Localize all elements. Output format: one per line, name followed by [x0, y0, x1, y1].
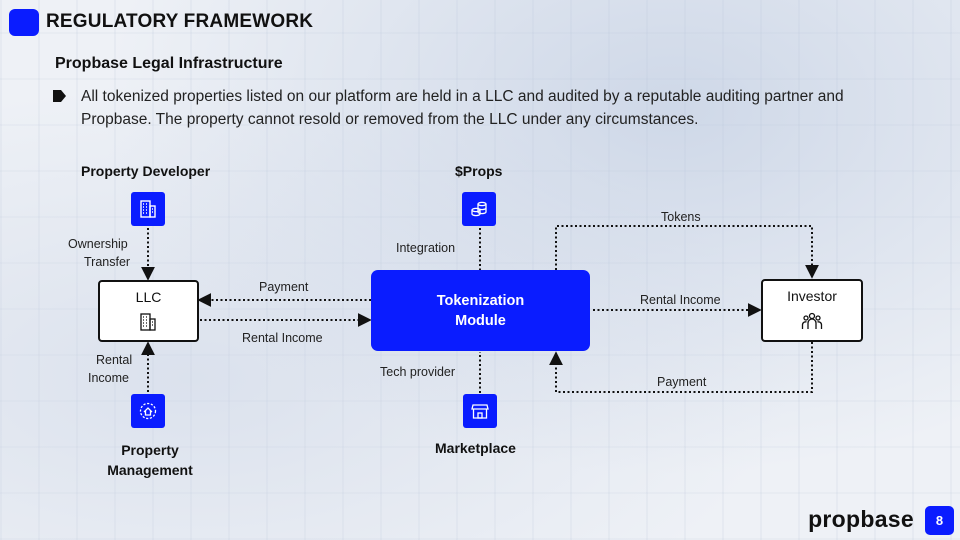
node-label-property-management-line2: Management: [107, 462, 193, 478]
description-text: All tokenized properties listed on our p…: [81, 88, 844, 128]
edge-label-payment-from-investor: Payment: [657, 375, 707, 389]
edge-label-tech-provider: Tech provider: [380, 365, 456, 379]
llc-label: LLC: [135, 289, 162, 305]
node-label-property-developer: Property Developer: [81, 163, 211, 179]
edge-label-transfer: Transfer: [84, 255, 131, 269]
module-label-line1: Tokenization: [436, 292, 525, 309]
building-icon: [131, 192, 165, 226]
page-number-badge: 8: [925, 506, 954, 535]
storefront-icon: [463, 394, 497, 428]
brand-logo: propbase: [808, 506, 914, 532]
office-building-icon: [138, 312, 158, 337]
section-subtitle: Propbase Legal Infrastructure: [55, 55, 283, 72]
edge-tokens: [555, 225, 819, 279]
module-label-line2: Module: [455, 312, 506, 329]
llc-node: LLC: [98, 280, 199, 342]
gear-house-icon: [131, 394, 165, 428]
people-group-icon: [801, 311, 823, 336]
edge-label-rental: Rental: [96, 353, 133, 367]
page-title: REGULATORY FRAMEWORK: [46, 11, 314, 32]
tokenization-module-node: Tokenization Module: [371, 270, 590, 351]
investor-node: Investor: [761, 279, 863, 342]
edge-label-rental-income-to-investor: Rental Income: [640, 293, 721, 307]
coin-stack-icon: [462, 192, 496, 226]
edge-label-payment-to-llc: Payment: [259, 280, 309, 294]
node-label-property-management: Property Management: [105, 440, 195, 480]
title-accent-square: [9, 9, 39, 36]
node-label-marketplace: Marketplace: [435, 440, 516, 456]
node-label-property-management-line1: Property: [121, 442, 179, 458]
edge-payment-from-investor: [549, 342, 813, 393]
edge-label-tokens: Tokens: [661, 210, 701, 224]
investor-label: Investor: [787, 288, 837, 304]
edge-label-income: Income: [88, 371, 129, 385]
edge-label-ownership: Ownership: [68, 237, 128, 251]
edge-label-integration: Integration: [396, 241, 456, 255]
node-label-props: $Props: [455, 163, 503, 179]
edge-label-rental-income-from-llc: Rental Income: [242, 331, 323, 345]
